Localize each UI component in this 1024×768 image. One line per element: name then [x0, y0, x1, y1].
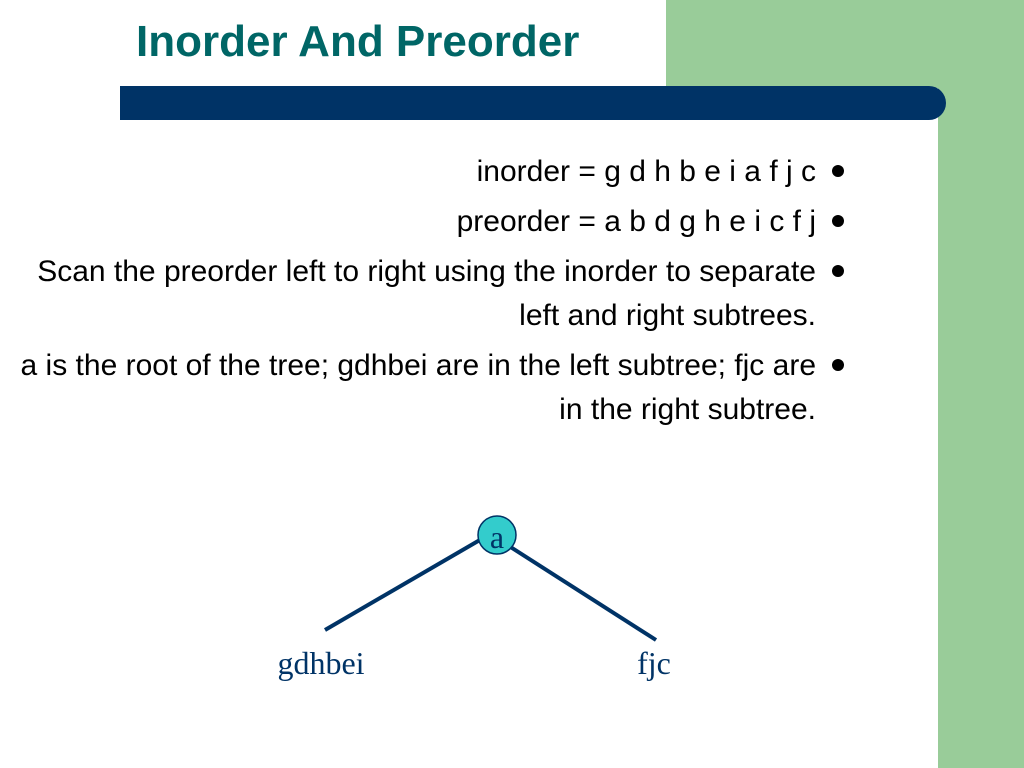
tree-left-subtree-label: gdhbei — [277, 645, 364, 681]
bullet-item: a is the root of the tree; gdhbei are in… — [0, 344, 860, 432]
tree-edge-left — [323, 535, 487, 632]
title-underline-bar — [120, 86, 946, 120]
bullet-text: a is the root of the tree; gdhbei are in… — [20, 349, 816, 426]
bullet-dot-icon — [832, 215, 844, 227]
decorative-green-panel-right — [938, 88, 1024, 768]
tree-root-node — [477, 515, 517, 555]
bullet-dot-icon — [832, 165, 844, 177]
tree-right-subtree-label: fjc — [637, 645, 671, 681]
bullet-list: inorder = g d h b e i a f j c preorder =… — [0, 150, 860, 438]
bullet-item: inorder = g d h b e i a f j c — [0, 150, 860, 194]
bullet-item: preorder = a b d g h e i c f j — [0, 200, 860, 244]
bullet-dot-icon — [832, 265, 844, 277]
bullet-item: Scan the preorder left to right using th… — [0, 250, 860, 338]
bullet-dot-icon — [832, 359, 844, 371]
tree-root-label: a — [490, 519, 504, 555]
tree-edge-right — [507, 544, 658, 642]
bullet-text: inorder = g d h b e i a f j c — [476, 155, 816, 188]
bullet-marker — [816, 200, 860, 227]
bullet-text: Scan the preorder left to right using th… — [37, 255, 816, 332]
bullet-marker — [816, 250, 860, 277]
bullet-marker — [816, 150, 860, 177]
bullet-text: preorder = a b d g h e i c f j — [456, 205, 816, 238]
bullet-marker — [816, 344, 860, 371]
slide-title: Inorder And Preorder — [136, 17, 580, 66]
decorative-green-panel-top — [666, 0, 1024, 88]
